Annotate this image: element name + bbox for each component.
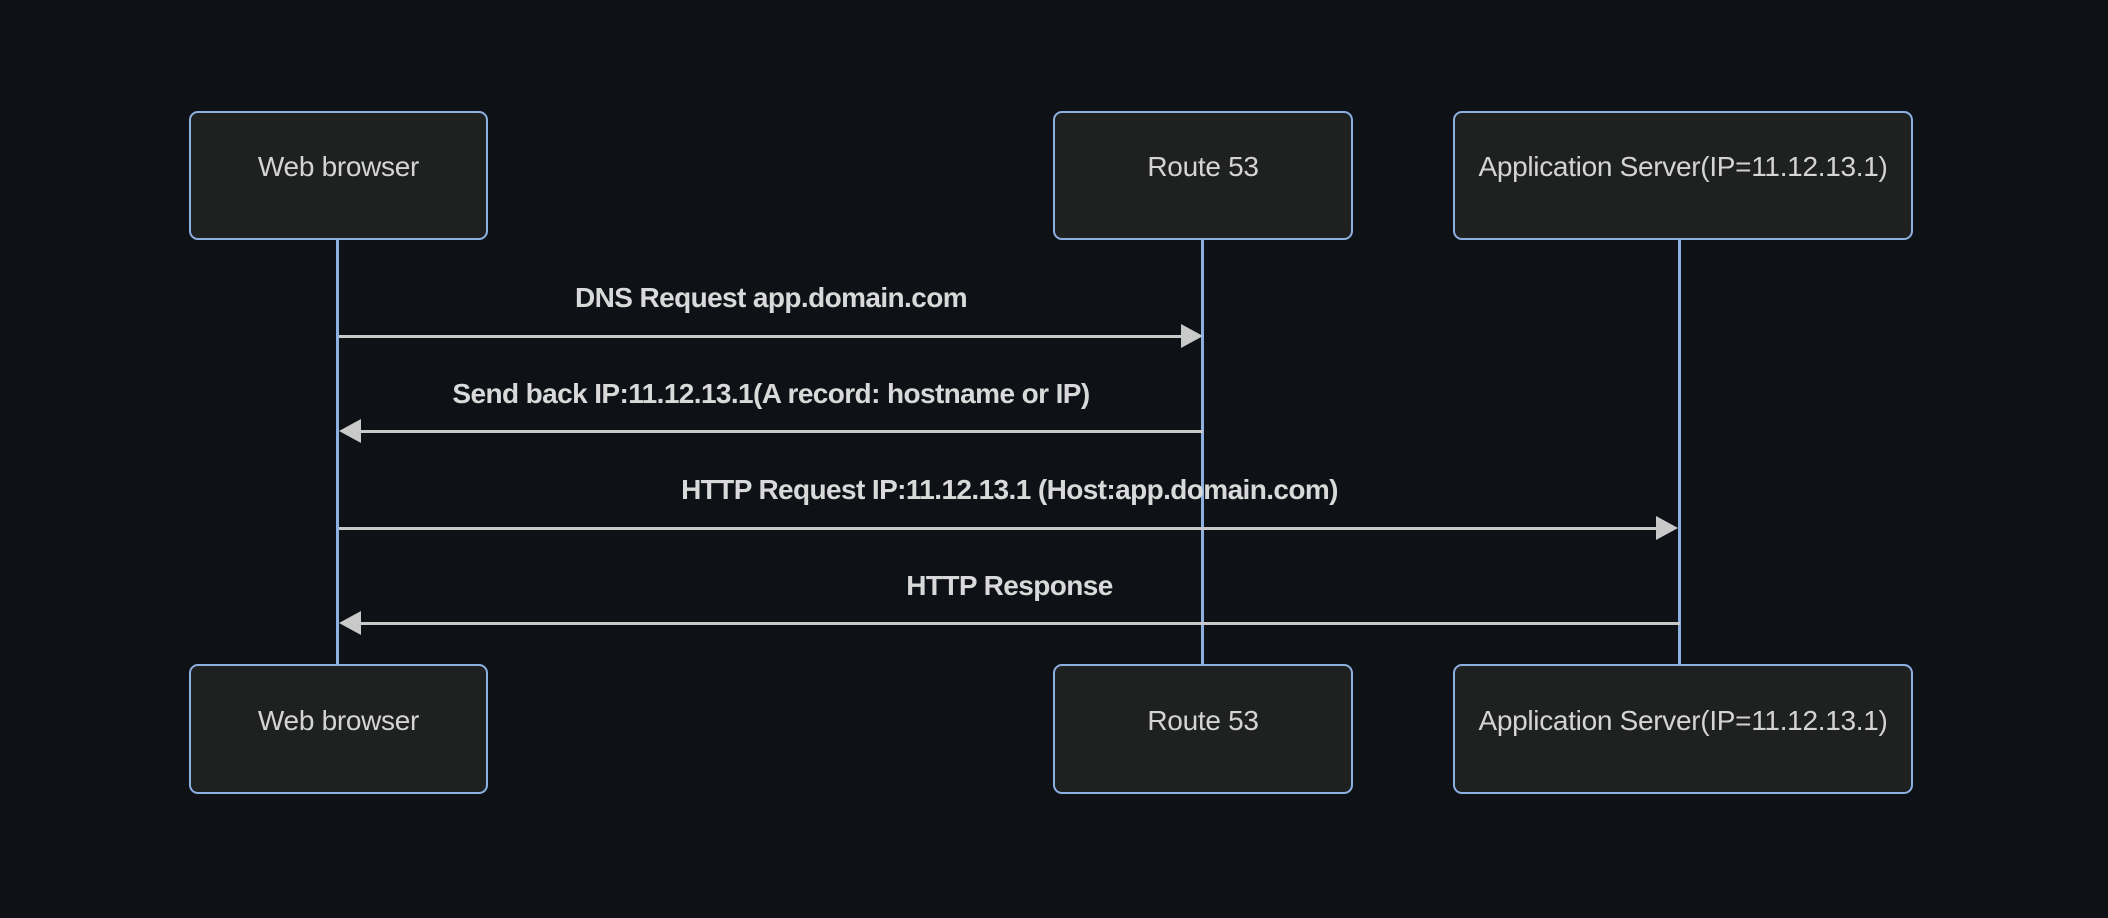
actor-box-route-53-top: Route 53 — [1053, 111, 1353, 240]
message-line-http-response — [361, 622, 1680, 625]
message-label-http-request: HTTP Request IP:11.12.13.1 (Host:app.dom… — [681, 474, 1338, 505]
actor-label-application-server-top: Application Server(IP=11.12.13.1) — [1478, 151, 1888, 182]
message-line-dns-request — [339, 335, 1181, 338]
message-label-http-response: HTTP Response — [906, 570, 1113, 601]
message-line-http-request — [339, 527, 1656, 530]
arrowhead-right-icon — [1656, 516, 1678, 540]
lifeline-web-browser — [336, 240, 339, 664]
arrowhead-left-icon — [339, 419, 361, 443]
lifeline-application-server — [1678, 240, 1681, 664]
actor-box-web-browser-top: Web browser — [189, 111, 488, 240]
actor-box-application-server-top: Application Server(IP=11.12.13.1) — [1453, 111, 1913, 240]
message-label-dns-request: DNS Request app.domain.com — [574, 282, 968, 313]
actor-box-route-53-bottom: Route 53 — [1053, 664, 1353, 794]
actor-label-route-53-top: Route 53 — [1147, 151, 1259, 182]
actor-label-web-browser-top: Web browser — [257, 151, 420, 182]
arrowhead-left-icon — [339, 611, 361, 635]
message-label-send-back-ip: Send back IP:11.12.13.1(A record: hostna… — [452, 378, 1090, 409]
lifeline-route-53 — [1201, 240, 1204, 664]
actor-box-application-server-bottom: Application Server(IP=11.12.13.1) — [1453, 664, 1913, 794]
message-line-send-back-ip — [361, 430, 1203, 433]
arrowhead-right-icon — [1181, 324, 1203, 348]
actor-label-route-53-bottom: Route 53 — [1147, 704, 1259, 736]
actor-label-application-server-bottom: Application Server(IP=11.12.13.1) — [1478, 704, 1888, 736]
actor-box-web-browser-bottom: Web browser — [189, 664, 488, 794]
actor-label-web-browser-bottom: Web browser — [257, 704, 420, 736]
